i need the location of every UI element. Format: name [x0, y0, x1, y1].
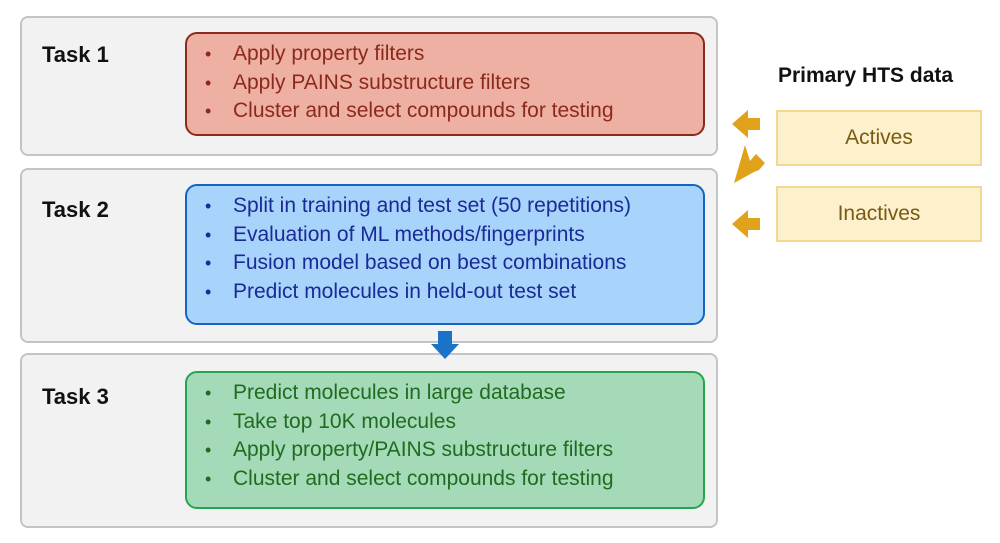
inactives-box: Inactives: [776, 186, 982, 242]
task-2-bullet: Fusion model based on best combinations: [205, 249, 703, 278]
task-2-title: Task 2: [42, 197, 109, 222]
hts-title: Primary HTS data: [778, 64, 954, 87]
task-3-box: Predict molecules in large database Take…: [185, 371, 705, 509]
actives-box: Actives: [776, 110, 982, 166]
task-3-bullet: Predict molecules in large database: [205, 379, 703, 408]
task-3-panel: Task 3 Predict molecules in large databa…: [20, 353, 718, 528]
task-1-panel: Task 1 Apply property filters Apply PAIN…: [20, 16, 718, 156]
task-3-bullet: Cluster and select compounds for testing: [205, 465, 703, 494]
task-2-bullet: Evaluation of ML methods/fingerprints: [205, 221, 703, 250]
arrow-actives-to-task1: [732, 110, 760, 138]
task-2-bullet: Split in training and test set (50 repet…: [205, 192, 703, 221]
task-1-title: Task 1: [42, 42, 109, 67]
task-2-bullet: Predict molecules in held-out test set: [205, 278, 703, 307]
task-2-panel: Task 2 Split in training and test set (5…: [20, 168, 718, 343]
task-3-bullet: Apply property/PAINS substructure filter…: [205, 436, 703, 465]
task-3-bullet: Take top 10K molecules: [205, 408, 703, 437]
task-3-title: Task 3: [42, 384, 109, 409]
task-1-box: Apply property filters Apply PAINS subst…: [185, 32, 705, 136]
task-2-box: Split in training and test set (50 repet…: [185, 184, 705, 325]
arrow-inactives-to-task2: [732, 210, 760, 238]
task-1-bullet: Cluster and select compounds for testing: [205, 97, 703, 126]
arrow-actives-to-task2: [734, 145, 765, 183]
task-1-bullet: Apply property filters: [205, 40, 703, 69]
task-1-bullet: Apply PAINS substructure filters: [205, 69, 703, 98]
